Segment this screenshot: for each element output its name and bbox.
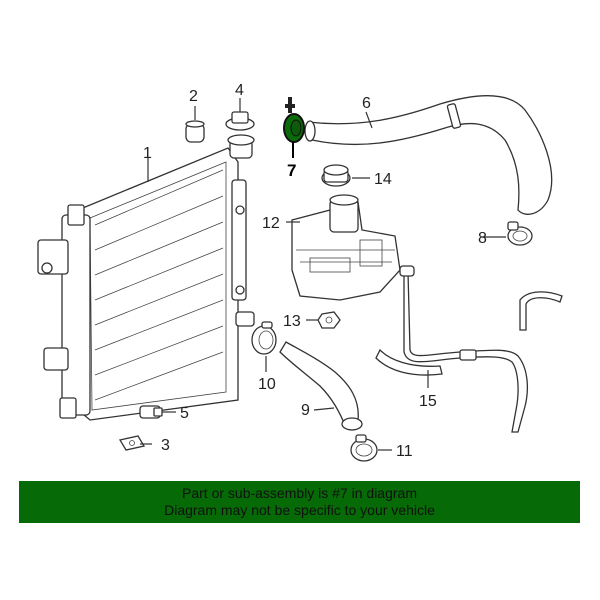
callout-7: 7: [287, 161, 296, 180]
callout-12: 12: [262, 215, 280, 232]
clamp-11: [350, 434, 378, 462]
info-banner: Part or sub-assembly is #7 in diagram Di…: [19, 481, 580, 523]
callout-6: 6: [362, 95, 371, 112]
drain-plug: [139, 405, 163, 419]
callout-1: 1: [143, 145, 152, 162]
nut: [317, 311, 341, 329]
highlighted-clamp-7[interactable]: [283, 97, 305, 143]
radiator: [37, 134, 255, 421]
leader-lines: [140, 98, 506, 451]
upper-hose: [304, 95, 553, 215]
callout-3: 3: [161, 437, 170, 454]
hose-assembly: [375, 265, 563, 433]
hose-clamp-8: [507, 221, 533, 246]
callout-14: 14: [374, 171, 392, 188]
clamp-10: [251, 321, 277, 355]
lower-hose: [279, 341, 363, 431]
cap-4: [225, 111, 255, 131]
callout-4: 4: [235, 82, 244, 99]
callout-5: 5: [180, 405, 189, 422]
callout-11: 11: [396, 443, 413, 460]
coolant-reservoir: [291, 194, 401, 301]
banner-line-2: Diagram may not be specific to your vehi…: [164, 502, 435, 518]
callout-10: 10: [258, 376, 276, 393]
clip: [118, 435, 146, 451]
callout-2: 2: [189, 88, 198, 105]
bushing: [185, 120, 205, 143]
banner-line-1: Part or sub-assembly is #7 in diagram: [182, 485, 417, 501]
callout-8: 8: [478, 230, 487, 247]
pressure-cap: [321, 164, 351, 187]
callout-9: 9: [301, 402, 310, 419]
callout-13: 13: [283, 313, 301, 330]
callout-15: 15: [419, 393, 437, 410]
